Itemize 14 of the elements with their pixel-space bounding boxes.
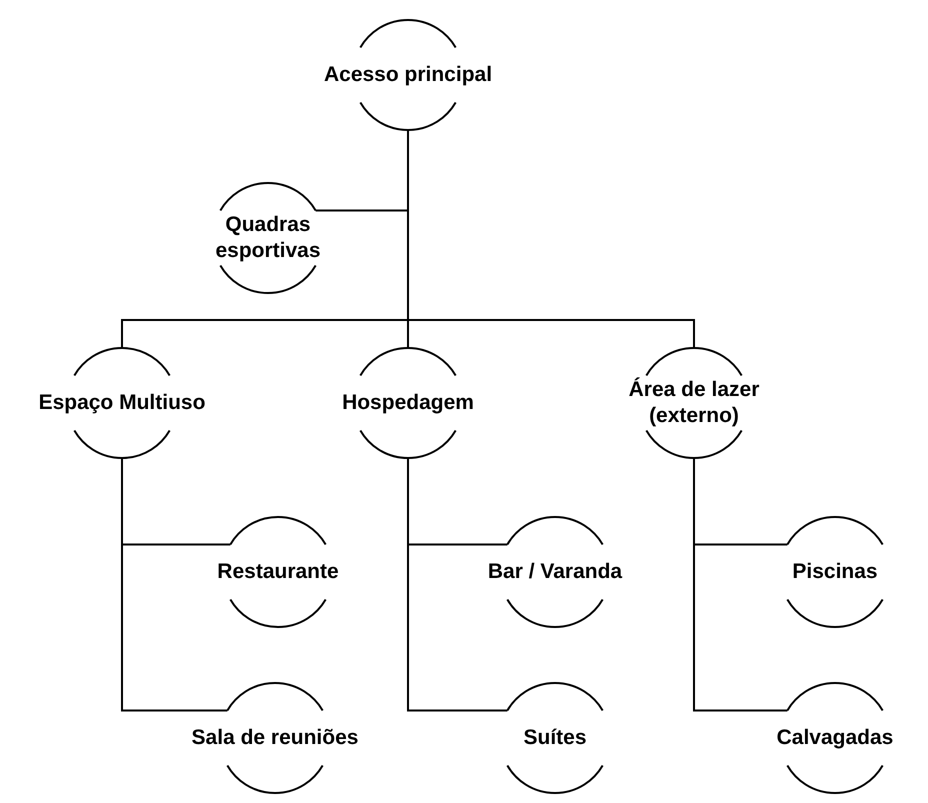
node-label: Restaurante — [217, 558, 339, 585]
node-label: Espaço Multiuso — [38, 390, 206, 416]
node-label: Piscinas — [792, 558, 878, 585]
connector-line — [693, 458, 788, 712]
node-label: Hospedagem — [342, 390, 474, 416]
node-label: Suítes — [523, 724, 587, 751]
connector-line — [121, 458, 228, 712]
node-label: Área de lazer (externo) — [628, 376, 760, 429]
node-label: Bar / Varanda — [488, 558, 622, 585]
connector-line — [407, 458, 508, 712]
node-label: Acesso principal — [324, 62, 492, 88]
node-label: Sala de reuniões — [192, 724, 358, 751]
node-label: Quadras esportivas — [214, 212, 322, 264]
node-label: Calvagadas — [776, 724, 894, 751]
